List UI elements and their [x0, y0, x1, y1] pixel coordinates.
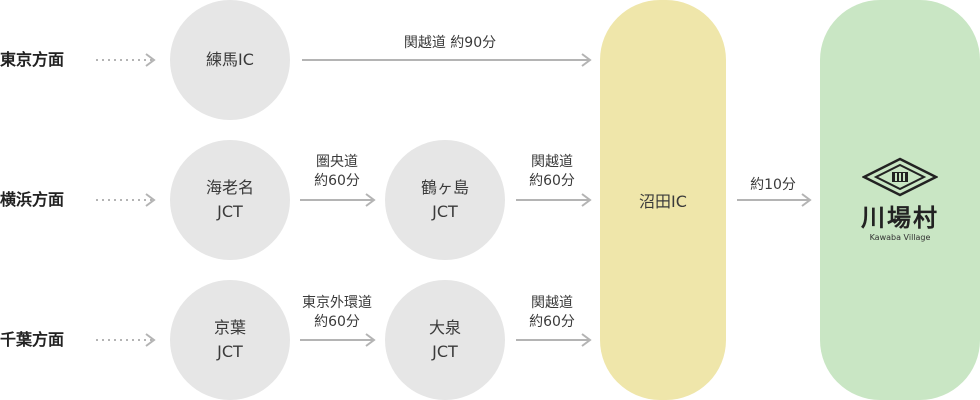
route-kanetsu-yokohama: 関越道 約60分 [529, 154, 575, 189]
node-label: 海老名 [205, 178, 254, 197]
origin-yokohama: 横浜方面 [0, 190, 65, 209]
node-numata-ic: 沼田IC [600, 0, 726, 400]
node-keiyo-jct: 京葉 JCT [170, 280, 290, 400]
node-label: 練馬IC [206, 50, 254, 69]
node-oizumi-jct: 大泉 JCT [385, 280, 505, 400]
node-label: 大泉 [428, 318, 461, 337]
destination-kawaba-village: 川場村 Kawaba Village [820, 0, 980, 400]
route-gaikan: 東京外環道 約60分 [302, 295, 372, 330]
node-label: 鶴ヶ島 [420, 178, 469, 197]
destination-subtitle: Kawaba Village [869, 233, 931, 242]
yokohama-arrowhead [145, 193, 156, 207]
origin-tokyo: 東京方面 [0, 50, 65, 69]
destination-name: 川場村 [861, 204, 939, 232]
route-kanetsu-chiba: 関越道 約60分 [529, 295, 575, 330]
node-label: 沼田IC [639, 192, 687, 211]
node-label: JCT [432, 202, 458, 221]
node-label: JCT [432, 342, 458, 361]
node-label: 京葉 [213, 318, 246, 337]
route-kenodo: 圏央道 約60分 [314, 154, 360, 189]
kawaba-logo-icon [862, 157, 938, 197]
route-to-kawaba: 約10分 [750, 177, 796, 193]
node-tsurugashima-jct: 鶴ヶ島 JCT [385, 140, 505, 260]
node-nerima-ic: 練馬IC [170, 0, 290, 120]
node-ebina-jct: 海老名 JCT [170, 140, 290, 260]
chiba-arrowhead [145, 333, 156, 347]
node-label: JCT [217, 202, 243, 221]
origin-chiba: 千葉方面 [0, 330, 65, 349]
route-kanetsu-90: 関越道 約90分 [403, 35, 497, 51]
tokyo-arrowhead [145, 53, 156, 67]
node-label: JCT [217, 342, 243, 361]
